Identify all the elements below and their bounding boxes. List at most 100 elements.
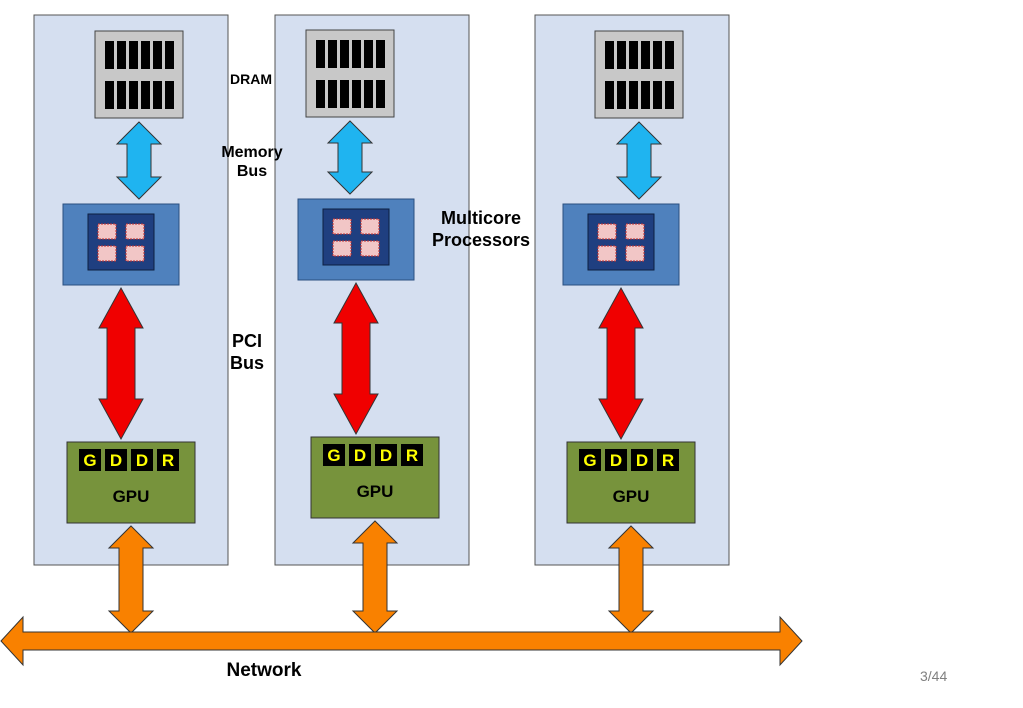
processor-die bbox=[587, 213, 655, 271]
dram-chip bbox=[129, 41, 138, 69]
processor-core bbox=[597, 223, 617, 240]
dram-chip bbox=[653, 41, 662, 69]
gddr-chip bbox=[579, 449, 601, 471]
processor-core bbox=[360, 240, 380, 257]
processor-die bbox=[87, 213, 155, 271]
gddr-letter: R bbox=[162, 451, 174, 470]
dram-chip bbox=[165, 41, 174, 69]
dram-chip bbox=[117, 81, 126, 109]
network-link-arrow bbox=[607, 525, 655, 634]
gddr-chip bbox=[349, 444, 371, 466]
processor-core bbox=[360, 218, 380, 235]
pci-bus-label-line1: PCI bbox=[231, 331, 262, 351]
dram-label: DRAM bbox=[230, 71, 272, 87]
dram-chip bbox=[153, 41, 162, 69]
processor-core bbox=[125, 245, 145, 262]
gpu-label: GPU bbox=[613, 487, 650, 506]
dram-chip bbox=[316, 40, 325, 68]
processor-core bbox=[125, 223, 145, 240]
network-link-arrow bbox=[351, 520, 399, 634]
dram-chip bbox=[165, 81, 174, 109]
processor-core bbox=[97, 223, 117, 240]
dram-chip bbox=[117, 41, 126, 69]
gddr-letter: D bbox=[354, 446, 366, 465]
processor-core bbox=[332, 218, 352, 235]
dram-chip bbox=[665, 41, 674, 69]
processor-core bbox=[625, 223, 645, 240]
dram-chip bbox=[605, 41, 614, 69]
dram-chip bbox=[105, 41, 114, 69]
gddr-letter: G bbox=[327, 446, 340, 465]
gddr-letter: D bbox=[636, 451, 648, 470]
dram-chip bbox=[129, 81, 138, 109]
multicore-processors-label: Multicore Processors bbox=[426, 208, 536, 251]
dram-chip bbox=[153, 81, 162, 109]
network-label: Network bbox=[226, 660, 302, 681]
gddr-chip bbox=[657, 449, 679, 471]
dram-chip bbox=[629, 81, 638, 109]
dram-chip bbox=[364, 40, 373, 68]
network-link-arrow bbox=[107, 525, 155, 634]
gddr-chip bbox=[79, 449, 101, 471]
gddr-letter: R bbox=[662, 451, 674, 470]
pci-bus-label-line2: Bus bbox=[229, 352, 264, 373]
dram-chip bbox=[328, 80, 337, 108]
processor-core bbox=[332, 240, 352, 257]
memory-bus-arrow bbox=[115, 121, 163, 200]
dram-chip bbox=[605, 81, 614, 109]
gpu-label: GPU bbox=[357, 482, 394, 501]
multicore-label-line2: Processors bbox=[431, 229, 531, 250]
dram-chip bbox=[340, 80, 349, 108]
pci-bus-label: PCI Bus bbox=[222, 331, 272, 374]
pci-bus-arrow bbox=[333, 281, 379, 436]
dram-chip bbox=[352, 80, 361, 108]
processor-core bbox=[597, 245, 617, 262]
dram-chip bbox=[665, 81, 674, 109]
gddr-chip bbox=[375, 444, 397, 466]
dram-chip bbox=[376, 80, 385, 108]
pci-bus-arrow bbox=[598, 286, 644, 441]
dram-chip bbox=[617, 41, 626, 69]
gddr-letter: D bbox=[110, 451, 122, 470]
processor-core bbox=[97, 245, 117, 262]
gddr-letter: G bbox=[583, 451, 596, 470]
processor-die bbox=[322, 208, 390, 266]
network-bus-arrow bbox=[0, 615, 803, 667]
dram-chip bbox=[352, 40, 361, 68]
dram-chip bbox=[141, 41, 150, 69]
gddr-chip bbox=[401, 444, 423, 466]
dram-chip bbox=[641, 41, 650, 69]
dram-chip bbox=[316, 80, 325, 108]
memory-bus-label-line2: Bus bbox=[236, 163, 268, 181]
gddr-chip bbox=[631, 449, 653, 471]
memory-bus-arrow bbox=[326, 120, 374, 195]
dram-chip bbox=[617, 81, 626, 109]
dram-chip bbox=[141, 81, 150, 109]
dram-chip bbox=[105, 81, 114, 109]
memory-bus-label: Memory Bus bbox=[210, 143, 294, 181]
dram-chip bbox=[376, 40, 385, 68]
page-number: 3/44 bbox=[920, 668, 948, 684]
gddr-chip bbox=[605, 449, 627, 471]
processor-core bbox=[625, 245, 645, 262]
gddr-letter: R bbox=[406, 446, 418, 465]
dram-chip bbox=[653, 81, 662, 109]
dram-chip bbox=[328, 40, 337, 68]
gddr-chip bbox=[157, 449, 179, 471]
gpu-label: GPU bbox=[113, 487, 150, 506]
multicore-label-line1: Multicore bbox=[440, 208, 521, 228]
gddr-letter: D bbox=[380, 446, 392, 465]
gddr-chip bbox=[323, 444, 345, 466]
gddr-chip bbox=[131, 449, 153, 471]
pci-bus-arrow bbox=[98, 286, 144, 441]
gddr-letter: G bbox=[83, 451, 96, 470]
memory-bus-arrow bbox=[615, 121, 663, 200]
dram-chip bbox=[629, 41, 638, 69]
gddr-letter: D bbox=[610, 451, 622, 470]
dram-chip bbox=[364, 80, 373, 108]
dram-chip bbox=[340, 40, 349, 68]
